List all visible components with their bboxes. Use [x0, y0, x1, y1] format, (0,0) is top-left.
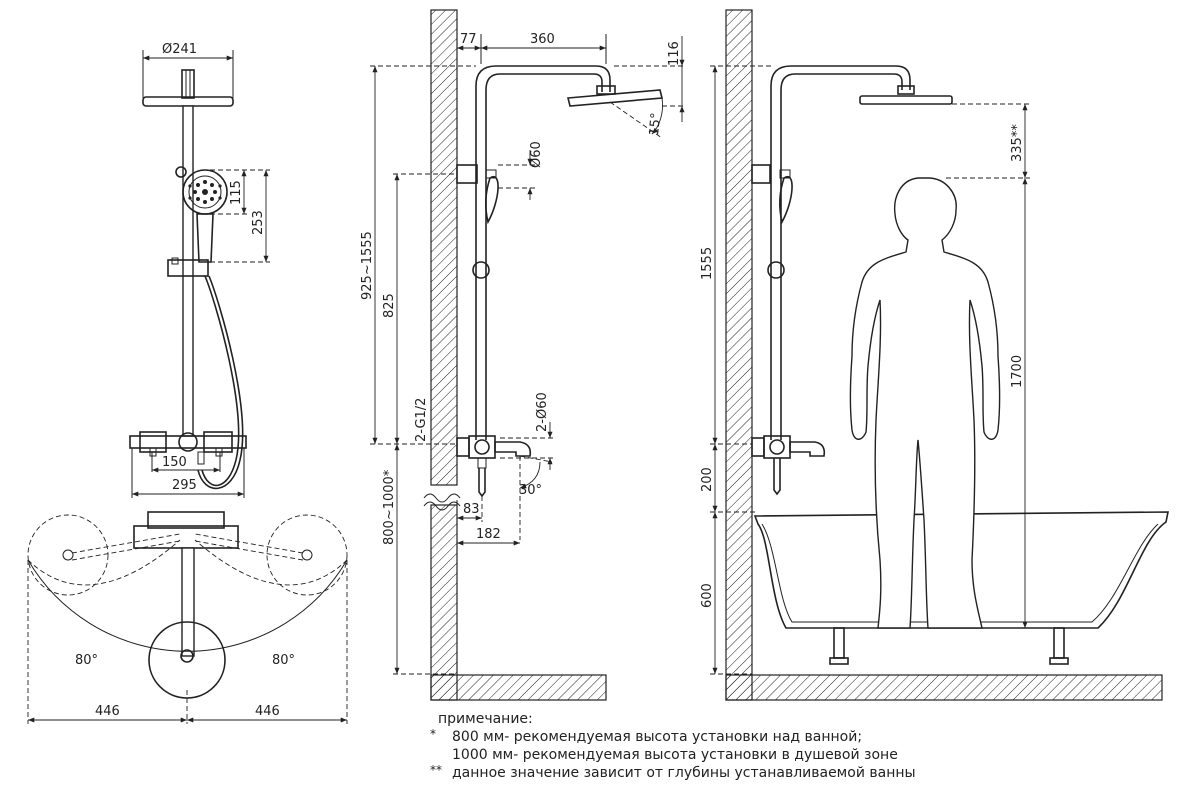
rotation-left-label: 80° [75, 653, 98, 668]
mixer-centers-label: 150 [162, 455, 187, 470]
reach-right-label: 446 [255, 704, 280, 719]
arm-length-label: 360 [530, 32, 555, 47]
note-item: * 800 мм- рекомендуемая высота установки… [430, 727, 990, 746]
floor [430, 674, 607, 701]
clearance-label: 335** [1010, 124, 1025, 162]
wall-upper [430, 9, 458, 486]
installed-view: 335** 1700 1555 200 600 [700, 9, 1169, 701]
reach-left-label: 446 [95, 704, 120, 719]
note-text: 800 мм- рекомендуемая высота установки н… [452, 729, 863, 745]
height-range-label: 925~1555 [360, 231, 375, 300]
mixer-width-label: 295 [172, 478, 197, 493]
note-mark: * [430, 727, 436, 741]
person-height-label: 1700 [1010, 355, 1025, 388]
bathtub [753, 511, 1169, 629]
note-text: 1000 мм- рекомендуемая высота установки … [452, 747, 898, 763]
notes-block: примечание: * 800 мм- рекомендуемая высо… [430, 710, 990, 782]
head-diameter-label: Ø241 [162, 42, 197, 57]
tub-height-label: 600 [700, 583, 715, 608]
upper-holder-label: Ø60 [529, 141, 544, 168]
note-text: данное значение зависит от глубины устан… [452, 765, 916, 781]
notes-title: примечание: [438, 711, 533, 727]
head-drop-label: 116 [667, 41, 682, 66]
handset-height-label: 253 [251, 210, 266, 235]
note-item: ** данное значение зависит от глубины ус… [430, 763, 990, 782]
spout-angle-label: 30° [519, 483, 542, 498]
wall-bath [725, 9, 753, 701]
tub-gap-label: 200 [700, 467, 715, 492]
top-view: 80° 80° 446 446 [27, 511, 348, 724]
wall-lower [430, 504, 458, 701]
spout-offset-label: 83 [463, 502, 480, 517]
spout-reach-label: 182 [476, 527, 501, 542]
shower-height-label: 1555 [700, 247, 715, 280]
inlet-diameter-label: 2-Ø60 [535, 392, 550, 432]
note-mark: ** [430, 763, 442, 777]
side-view: 77 360 116 15° Ø60 925~1555 825 800~1000… [360, 9, 686, 701]
handset-face [188, 180, 222, 204]
install-height-label: 800~1000* [382, 469, 397, 545]
front-view: Ø241 115 253 [129, 42, 270, 498]
head-tilt-label: 15° [647, 112, 664, 136]
inlet-thread-label: 2-G1/2 [414, 398, 429, 442]
handset-width-label: 115 [229, 180, 244, 205]
bar-height-label: 825 [382, 293, 397, 318]
note-item: 1000 мм- рекомендуемая высота установки … [430, 746, 990, 764]
floor-bath [725, 674, 1163, 701]
rotation-right-label: 80° [272, 653, 295, 668]
person-silhouette [849, 177, 1001, 629]
wall-offset-label: 77 [460, 32, 477, 47]
